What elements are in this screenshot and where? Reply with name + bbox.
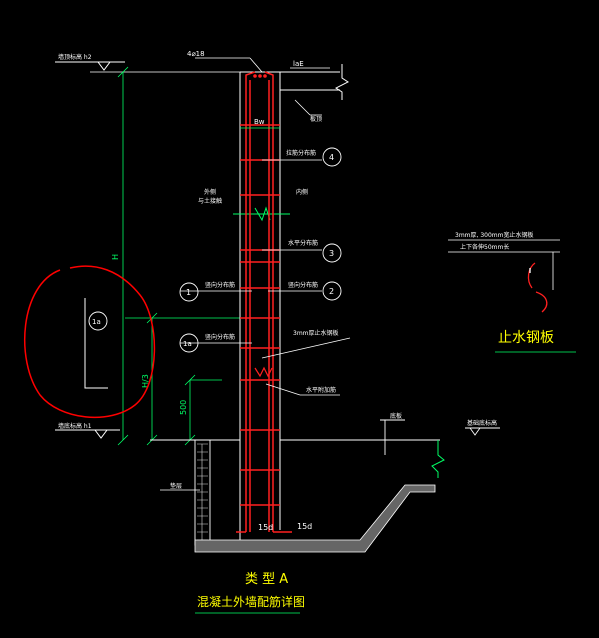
vertical-outer-1a-label: 竖向分布筋 <box>205 333 235 341</box>
top-leaders <box>195 57 330 116</box>
bottom-15d-left: 15d <box>258 523 273 532</box>
callout-1a-text: 1a <box>183 340 192 348</box>
break-mark-foundation <box>431 440 445 478</box>
callout-circle-4 <box>322 147 342 167</box>
callout-circle-1 <box>179 282 199 302</box>
floor-marker <box>380 419 405 455</box>
red-annotation-circle <box>24 265 156 418</box>
water-stop-plate-in-wall <box>254 366 273 378</box>
cushion-label: 垫层 <box>170 482 182 490</box>
callout-4-text: 4 <box>329 153 334 162</box>
rebar-dots <box>253 74 267 78</box>
lae-label: laE <box>293 60 304 68</box>
dim-500-label: 500 <box>179 400 188 415</box>
plate-note-line2: 上下各伸50mm长 <box>460 243 509 251</box>
break-mark-top-right <box>335 64 349 100</box>
callout-circle-3 <box>322 243 342 263</box>
foundation-elevation-marker <box>465 427 500 436</box>
vertical-inner-label: 竖向分布筋 <box>288 281 318 289</box>
callout-circle-1a <box>179 333 199 353</box>
bottom-15d-right: 15d <box>297 522 312 531</box>
plate-title: 止水钢板 <box>498 330 554 346</box>
outer-side-soil-label: 与土接触 <box>198 197 222 205</box>
plate-note-line1: 3mm厚, 300mm宽止水钢板 <box>455 231 533 239</box>
rebar-group <box>236 71 292 533</box>
callout-circle-2 <box>322 281 342 301</box>
inner-side-label: 内侧 <box>296 188 308 196</box>
red-annotation-bar <box>84 298 108 389</box>
top-elevation-marker <box>55 61 240 73</box>
red-annotation-callout <box>88 311 108 331</box>
foundation-elevation-label: 基础底标高 <box>467 419 497 427</box>
wall-outline <box>150 71 440 545</box>
steel-plate-note: 3mm厚止水钢板 <box>293 329 339 337</box>
foundation-cushion <box>194 439 436 553</box>
break-mark-wall <box>233 206 290 222</box>
height-dimension <box>117 66 240 446</box>
floor-mark-label: 底板 <box>390 412 402 420</box>
horizontal-bar-label: 水平分布筋 <box>288 239 318 247</box>
bottom-elevation-marker <box>55 429 120 439</box>
callout-leaders <box>160 159 351 491</box>
type-label: 类 型 A <box>245 572 288 587</box>
wall-top-note: 板顶 <box>310 115 322 123</box>
outer-side-label: 外侧 <box>204 188 216 196</box>
rebar-top-label: 4⌀18 <box>187 50 205 58</box>
bw-label: Bw <box>254 118 265 126</box>
h-total-label: H <box>111 254 120 260</box>
bottom-elevation-label: 墙底标高 h1 <box>58 422 92 430</box>
red-callout-1a-text: 1a <box>92 318 101 326</box>
plate-detail-shape <box>527 262 548 313</box>
callout-2-text: 2 <box>329 287 334 296</box>
vertical-outer-label: 竖向分布筋 <box>205 281 235 289</box>
tie-bar-label: 拉筋分布筋 <box>286 149 316 157</box>
drawing-title: 混凝土外墙配筋详图 <box>197 594 305 609</box>
h-third-label: H/3 <box>141 374 150 388</box>
callout-3-text: 3 <box>329 249 334 258</box>
top-elevation-label: 墙顶标高 h2 <box>58 53 92 61</box>
plate-detail-leader <box>448 239 560 290</box>
callout-1-text: 1 <box>186 288 191 297</box>
horizontal-add-label: 水平附加筋 <box>306 386 336 394</box>
